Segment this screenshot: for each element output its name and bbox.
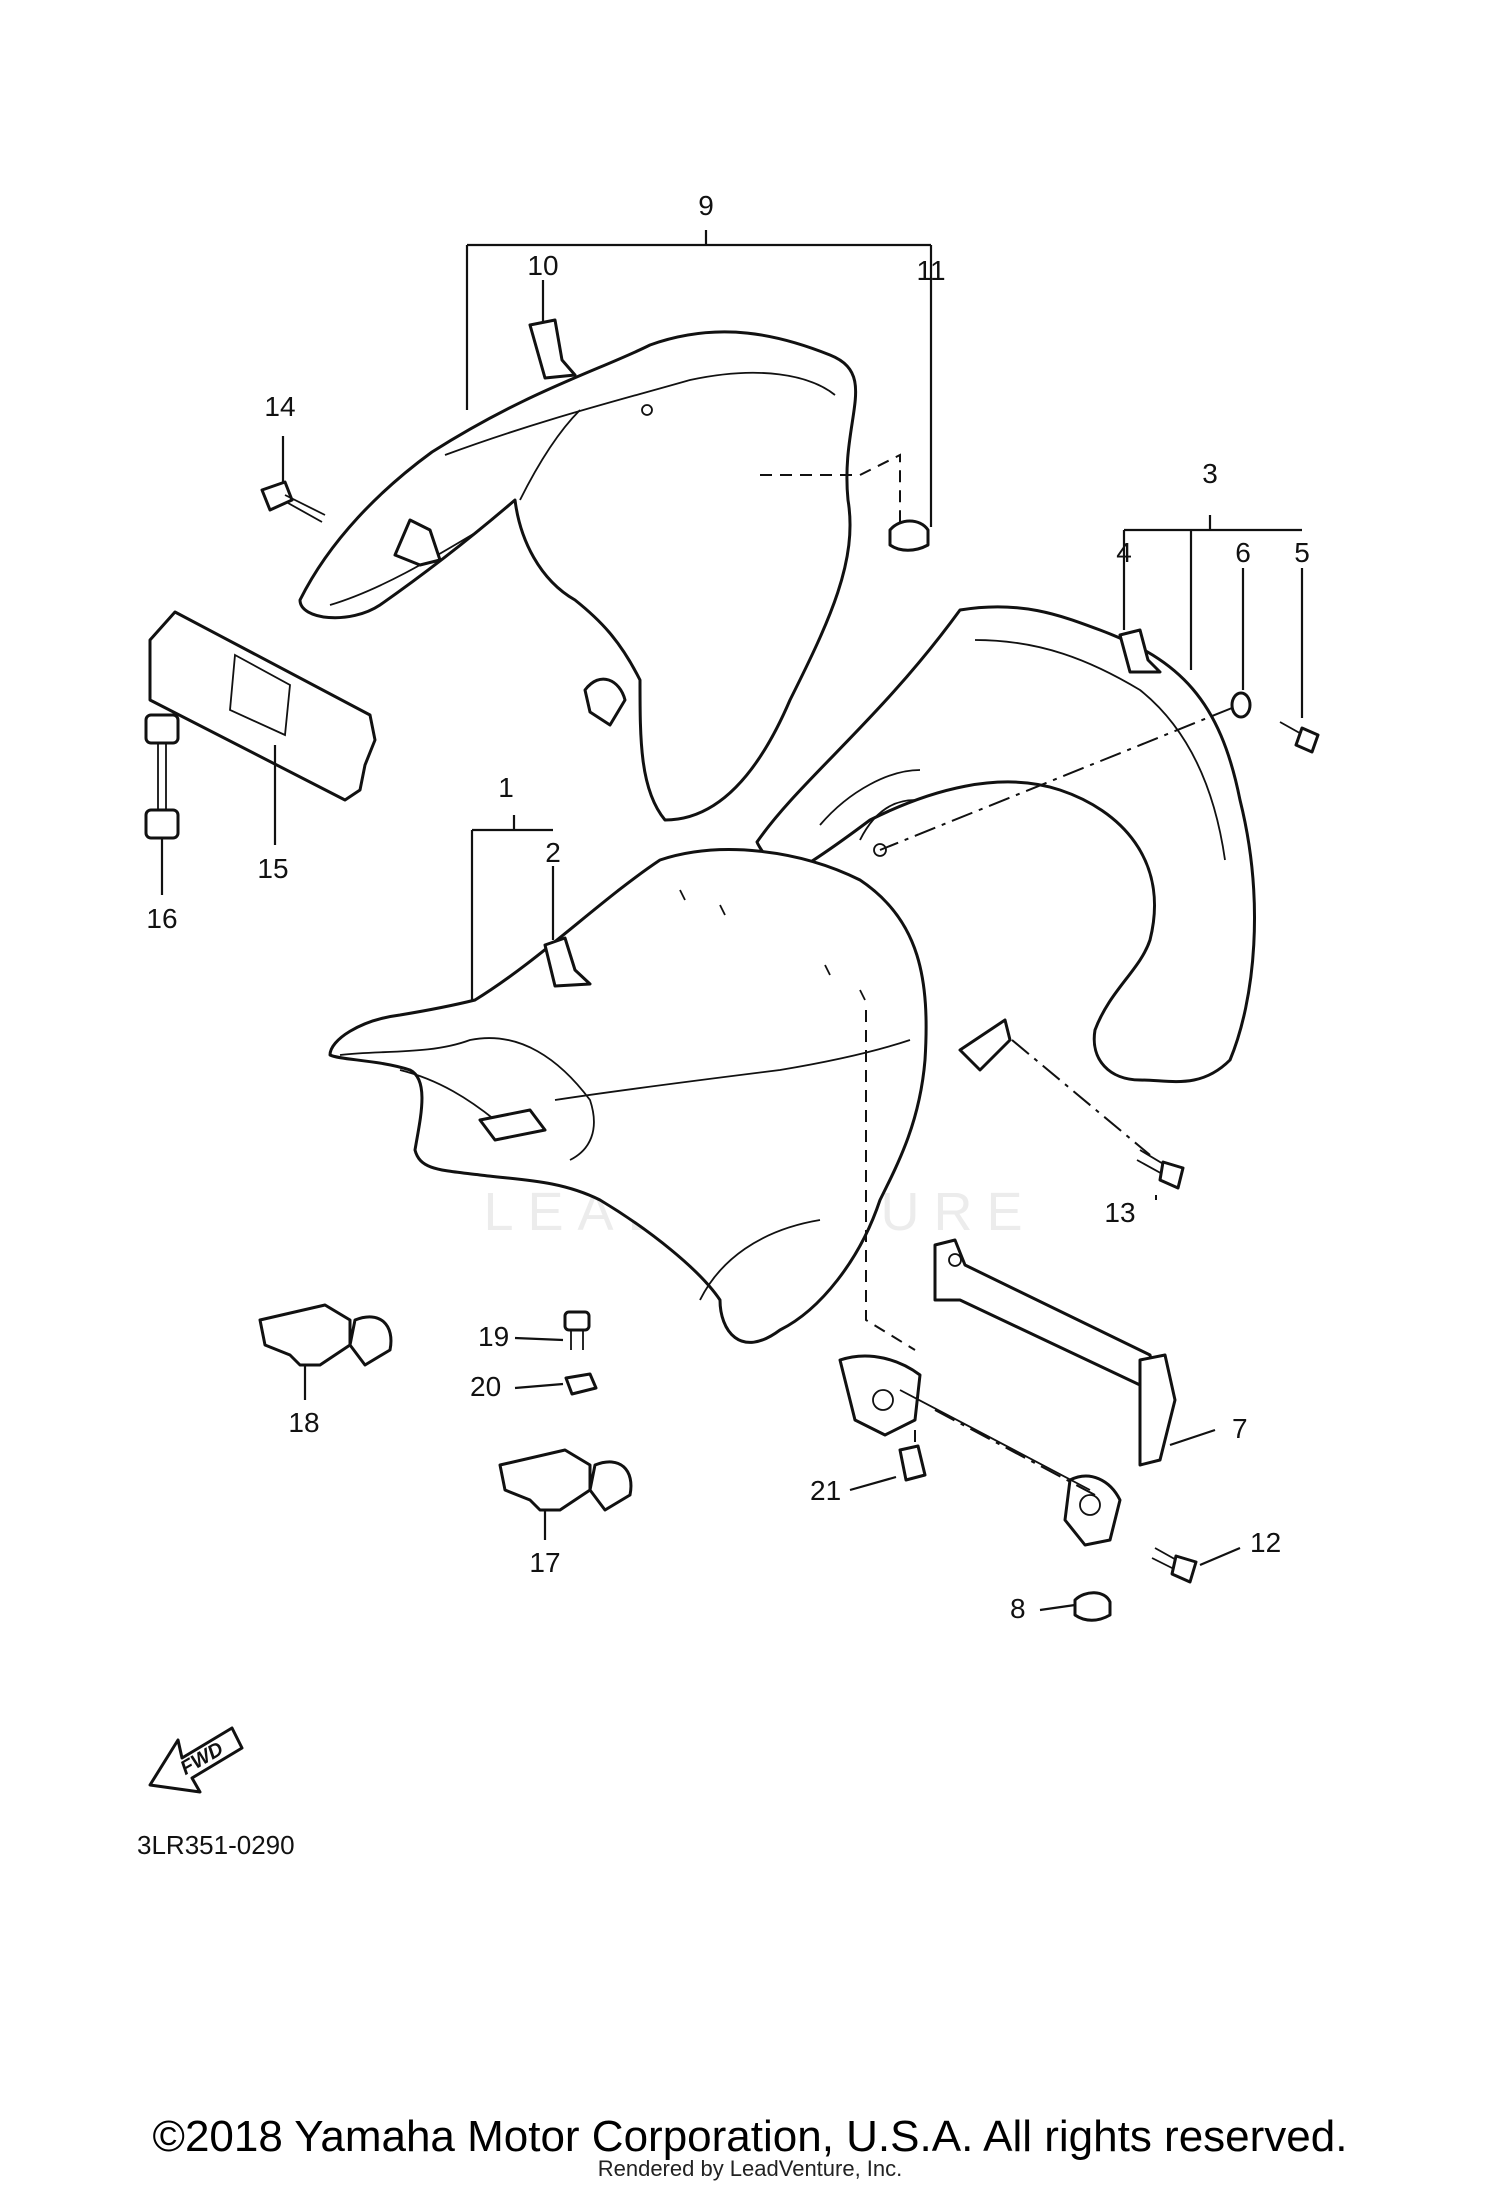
- callout-5: 5: [1294, 537, 1310, 568]
- callout-17: 17: [529, 1547, 560, 1578]
- grommet-11-part: [888, 519, 930, 552]
- callout-14: 14: [264, 391, 295, 422]
- callout-20: 20: [470, 1371, 501, 1402]
- lock-17-part: [498, 1448, 592, 1512]
- callout-3: 3: [1202, 458, 1218, 489]
- bracket-15-part: [148, 610, 377, 802]
- callout-9: 9: [698, 190, 714, 221]
- lock-18-part: [258, 1303, 352, 1367]
- leader-lines: [160, 230, 1304, 1612]
- front-seat-part: [328, 848, 1012, 1344]
- callout-2: 2: [545, 837, 561, 868]
- callout-18: 18: [288, 1407, 319, 1438]
- callout-11: 11: [916, 255, 945, 286]
- callout-19: 19: [478, 1321, 509, 1352]
- callout-10: 10: [527, 250, 558, 281]
- bolt-14-part: [260, 480, 326, 523]
- callout-7: 7: [1232, 1413, 1248, 1444]
- callout-6: 6: [1235, 537, 1251, 568]
- diagram-code: 3LR351-0290: [137, 1830, 295, 1860]
- strap-16-part: [144, 713, 180, 840]
- callout-8: 8: [1010, 1593, 1026, 1624]
- washer-6-part: [1230, 691, 1252, 719]
- screw-5-part: [1279, 721, 1320, 754]
- callout-13: 13: [1104, 1197, 1135, 1228]
- rendered-by-notice: Rendered by LeadVenture, Inc.: [597, 2156, 903, 2181]
- bolt-12-part: [1151, 1547, 1198, 1584]
- callout-15: 15: [257, 853, 288, 884]
- bolt-19-part: [563, 1310, 591, 1350]
- callout-labels: 1 2 3 4 5 6 7 8 9 10 11 12 13 14 15 16 1…: [146, 190, 1309, 1624]
- callout-4: 4: [1116, 537, 1132, 568]
- grommet-8-part: [1073, 1591, 1112, 1622]
- callout-1: 1: [498, 772, 514, 803]
- clip-21-part: [898, 1444, 927, 1482]
- fwd-arrow-icon: FWD: [148, 1726, 244, 1794]
- hardware-parts: [144, 480, 1320, 1622]
- bolt-13-part: [1136, 1149, 1185, 1190]
- callout-16: 16: [146, 903, 177, 934]
- callout-12: 12: [1250, 1527, 1281, 1558]
- nut-20-part: [564, 1372, 598, 1396]
- rear-seat-part: [298, 318, 858, 822]
- copyright-notice: ©2018 Yamaha Motor Corporation, U.S.A. A…: [152, 2112, 1348, 2161]
- seat-bracket-part: [838, 1238, 1177, 1547]
- callout-21: 21: [810, 1475, 841, 1506]
